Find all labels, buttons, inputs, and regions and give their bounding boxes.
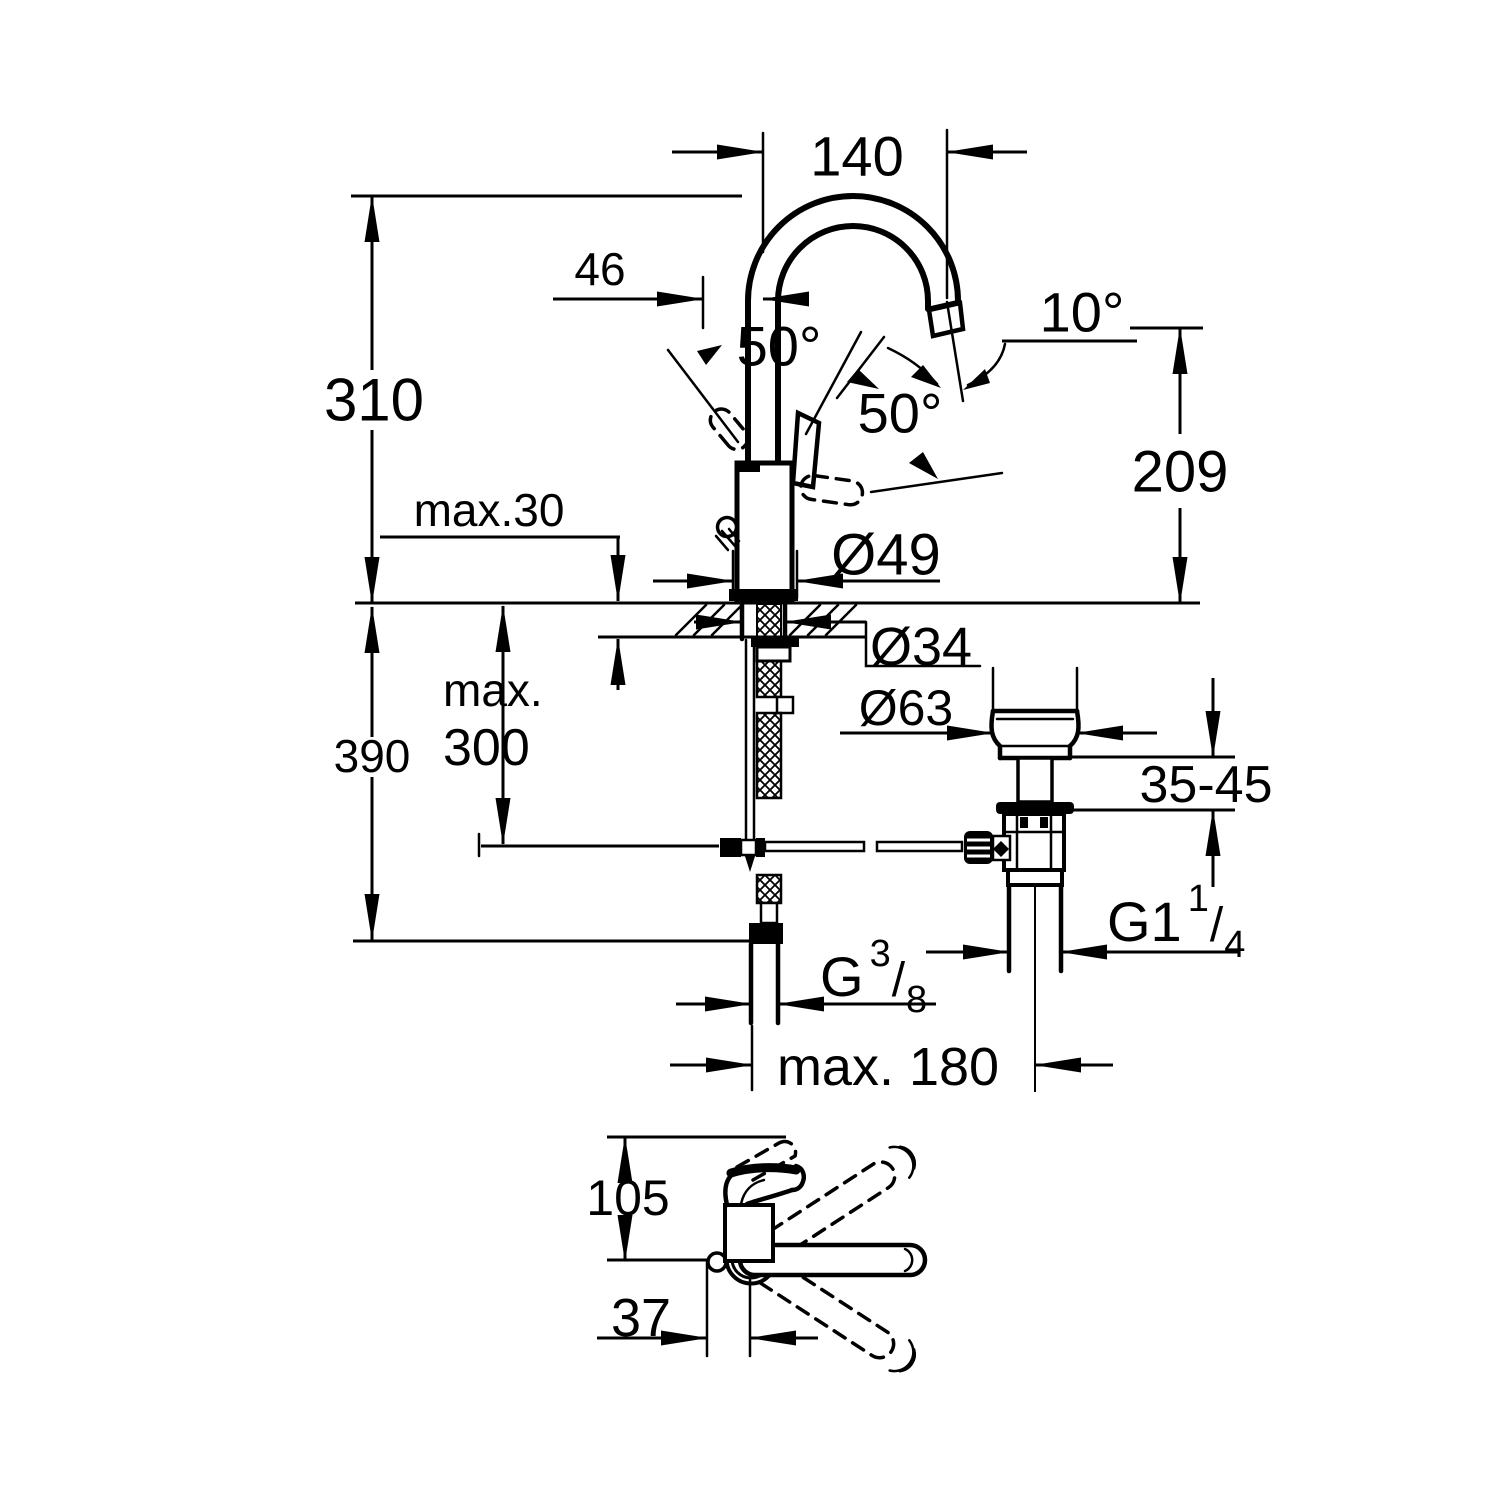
waste-slot-r — [1040, 817, 1048, 828]
clamp-pin — [993, 841, 1009, 857]
shank-thread — [756, 603, 782, 638]
aerator-outlet — [926, 300, 966, 339]
label-dim-max-180: max. 180 — [777, 1037, 999, 1097]
angle-ray-horizontal — [869, 471, 1004, 494]
main-view — [351, 128, 1240, 1092]
body-top-mark — [737, 463, 760, 472]
label-dia-body-49: Ø49 — [831, 523, 941, 588]
label-dim-top-105: 105 — [586, 1170, 669, 1226]
tailpipe-shoulder — [1006, 868, 1064, 887]
top-view-lever-grip — [723, 1163, 806, 1208]
knob-knurling — [967, 838, 990, 858]
label-angle-lever-upper: 50° — [737, 315, 822, 378]
label-dia-hole-34: Ø34 — [870, 617, 972, 677]
label-dim-clamp-35-45: 35-45 — [1140, 756, 1273, 814]
angle-annotations — [666, 300, 1137, 494]
label-angle-spout: 10° — [1040, 281, 1125, 344]
top-view — [597, 1135, 928, 1373]
flex-hose-segment-2 — [755, 711, 783, 800]
lever-position-down — [799, 473, 865, 507]
faucet-body — [734, 460, 795, 603]
handle-end-detail — [903, 1247, 914, 1273]
label-dim-depth-390: 390 — [334, 730, 411, 782]
label-angle-lever-lower: 50° — [858, 382, 943, 445]
flex-hose-segment-3 — [755, 873, 783, 905]
drain-assembly — [964, 708, 1081, 1092]
hose-end-sleeve — [759, 901, 779, 925]
waste-flange — [996, 802, 1074, 814]
waste-slot-l — [1020, 817, 1028, 828]
angle-ray-lever — [804, 330, 863, 436]
hose-end-nut — [749, 923, 783, 944]
top-view-body — [723, 1203, 775, 1263]
linkage-rod-mid — [763, 840, 866, 853]
lever-position-up-left — [708, 407, 750, 452]
label-dim-max-30: max.30 — [414, 484, 565, 536]
faucet — [708, 193, 966, 603]
rod-clamp-left — [720, 838, 741, 857]
rod-clamp-window — [739, 838, 758, 857]
angle-arrow-1 — [697, 345, 722, 365]
under-counter-assembly — [477, 600, 964, 1026]
label-dia-waste-63: Ø63 — [859, 680, 954, 736]
mounting-nut — [751, 638, 799, 647]
flex-hose-segment-1 — [755, 659, 783, 699]
outlet-axis-line — [945, 300, 965, 403]
rod-clamp-right — [756, 838, 765, 857]
pull-rod-tip — [744, 853, 756, 872]
hose-fitting-nub — [775, 695, 795, 715]
mounting-washer — [755, 645, 792, 663]
label-dim-max-300: 300 — [443, 719, 530, 777]
base-plate — [729, 589, 798, 601]
label-dim-top-37: 37 — [611, 1288, 671, 1348]
label-dim-46: 46 — [574, 243, 625, 295]
waste-body — [1002, 812, 1066, 872]
spout-inner — [775, 223, 931, 466]
angle-arrow-3 — [909, 452, 938, 479]
spout-outer — [745, 193, 961, 466]
angle-ray-cross — [835, 335, 886, 400]
angle-arrow-4 — [963, 369, 990, 390]
waste-neck — [1016, 756, 1054, 804]
label-dim-outlet-209: 209 — [1132, 440, 1229, 505]
label-dim-spout-reach: 140 — [810, 125, 903, 188]
dia34-leader — [864, 620, 982, 668]
top-view-lever-dashed — [735, 1139, 798, 1182]
side-knob-hatch — [714, 527, 741, 552]
angle-arrow-2 — [847, 369, 879, 389]
label-dim-max-word: max. — [443, 664, 543, 716]
lever-handle — [790, 409, 822, 490]
linkage-rod-right — [875, 840, 964, 853]
label-dim-height-310: 310 — [324, 367, 424, 434]
angle-arrow-5 — [911, 365, 941, 388]
angle-ray-upleft — [666, 348, 740, 444]
dimension-lines — [351, 128, 1240, 1092]
